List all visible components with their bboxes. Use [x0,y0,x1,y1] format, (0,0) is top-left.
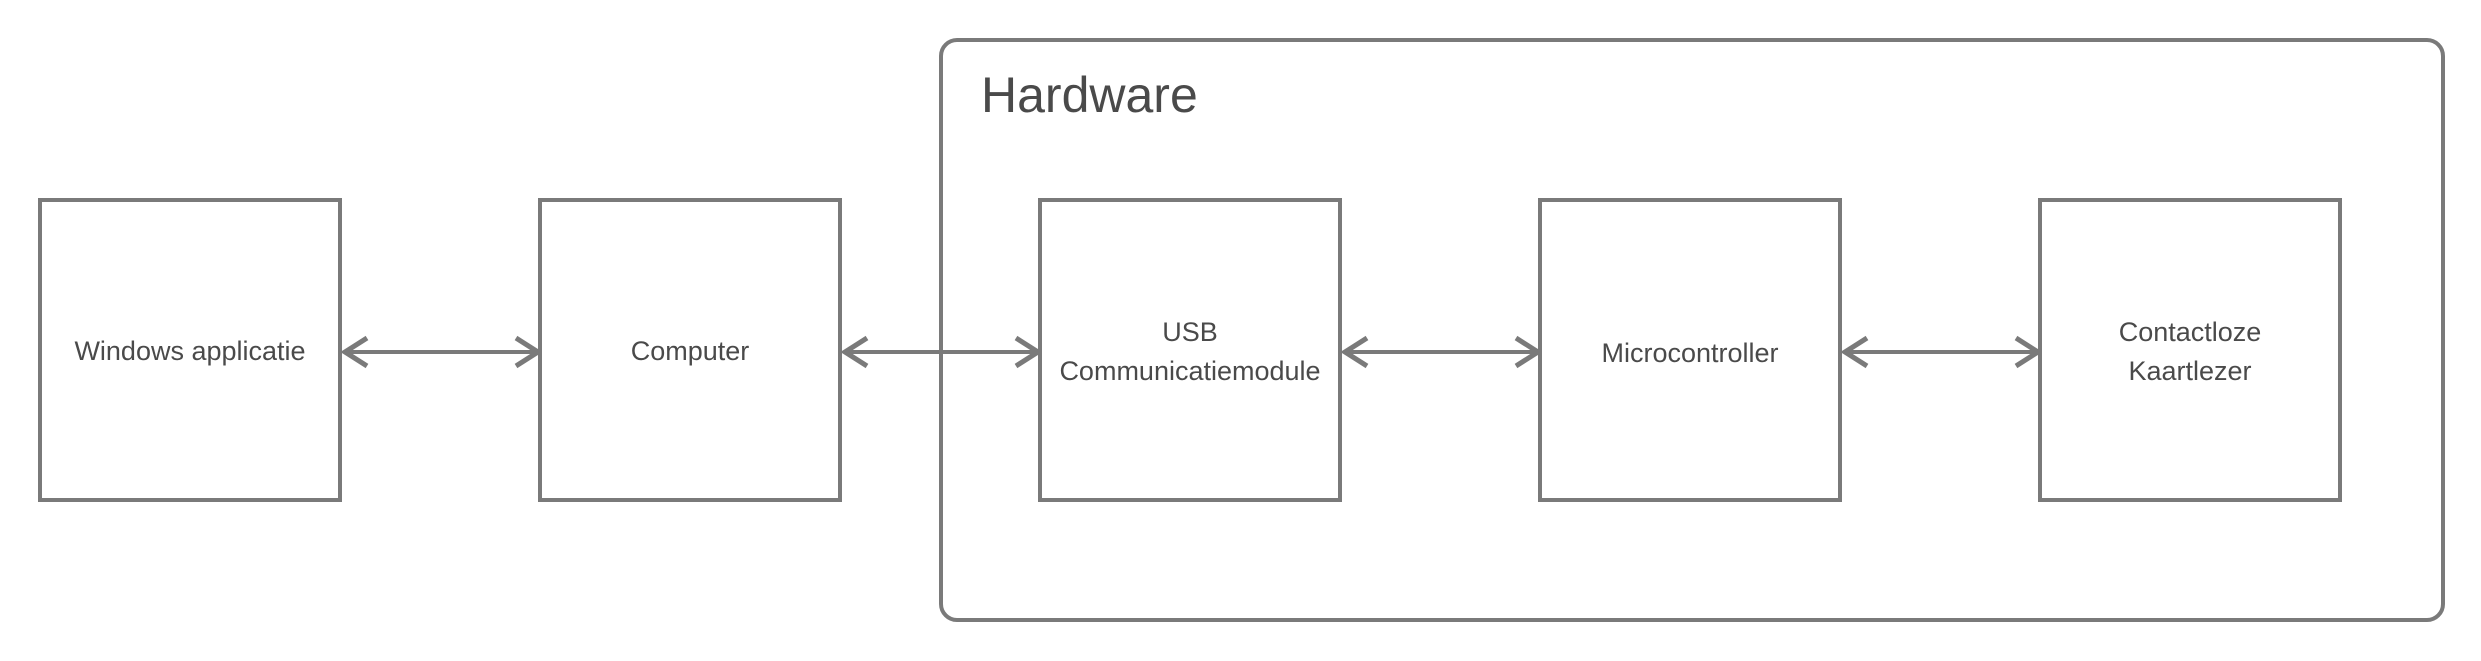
node-box [1538,198,1842,502]
connector-windows-app-computer [340,335,543,369]
node-box [2038,198,2342,502]
arrowhead-left [1340,335,1369,369]
arrowhead-left [840,335,869,369]
node-label: Computer [631,336,750,366]
node-computer: Computer [538,198,842,502]
connector-usb-module-microcontroller [1340,335,1543,369]
node-label-line-2: Communicatiemodule [1059,356,1320,386]
node-box [38,198,342,502]
node-microcontroller: Microcontroller [1538,198,1842,502]
hardware-group-frame [939,38,2445,622]
node-label-line-2: Kaartlezer [2128,356,2251,386]
connector-microcontroller-card-reader [1840,335,2043,369]
node-label: Microcontroller [1601,338,1778,368]
node-card-reader: Contactloze Kaartlezer [2038,198,2342,502]
node-windows-app: Windows applicatie [38,198,342,502]
node-box [538,198,842,502]
node-label: Windows applicatie [74,336,305,366]
hardware-group-title: Hardware [981,67,1198,123]
node-label-line-1: Contactloze [2119,317,2262,347]
arrowhead-left [340,335,369,369]
node-usb-module: USB Communicatiemodule [1038,198,1342,502]
node-label-line-1: USB [1162,317,1218,347]
arrowhead-left [1840,335,1869,369]
node-box [1038,198,1342,502]
